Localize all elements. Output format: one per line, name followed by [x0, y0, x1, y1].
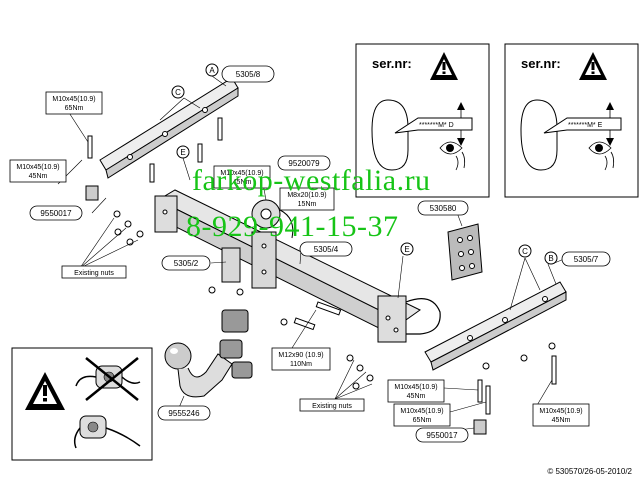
svg-text:9550017: 9550017	[40, 209, 72, 218]
socket-plate	[447, 223, 483, 281]
svg-text:M10x45(10.9): M10x45(10.9)	[220, 170, 263, 177]
torque-box-4: M8x20(10.9) 15Nm	[279, 187, 335, 211]
callout-c-left: C	[171, 85, 185, 99]
svg-text:45Nm: 45Nm	[407, 393, 426, 400]
svg-text:E: E	[180, 148, 185, 157]
svg-text:M10x45(10.9): M10x45(10.9)	[16, 164, 59, 171]
warning-panel-bottom-left	[11, 347, 153, 461]
svg-text:45Nm: 45Nm	[233, 179, 252, 186]
warning-triangle-icon	[25, 372, 65, 410]
watermark-site: farkop-westfalia.ru	[192, 164, 431, 197]
svg-text:45Nm: 45Nm	[552, 417, 571, 424]
part-number-center-plate: 5305/2	[161, 255, 211, 271]
torque-box-3: M10x45(10.9) 45Nm	[213, 165, 271, 189]
warning-panel-left: ser.nr: *******M* D	[355, 43, 490, 198]
part-number-nuts-left: 9550017	[29, 205, 83, 221]
svg-text:C: C	[175, 88, 181, 97]
part-number-right-bracket: 5305/7	[561, 251, 611, 267]
svg-text:9550017: 9550017	[426, 431, 458, 440]
eye-icon	[439, 141, 466, 171]
svg-text:110Nm: 110Nm	[290, 361, 312, 368]
callout-c-right: C	[518, 244, 532, 258]
svg-text:C: C	[522, 247, 528, 256]
part-number-ball: 9555246	[157, 405, 211, 421]
torque-box-7: M10x45(10.9) 65Nm	[393, 403, 451, 427]
svg-text:530580: 530580	[430, 204, 457, 213]
svg-text:5305/7: 5305/7	[574, 255, 599, 264]
socket-icon	[73, 415, 141, 449]
svg-text:B: B	[548, 254, 553, 263]
warning-triangle-icon	[579, 52, 607, 80]
torque-box-5: M12x90 (10.9) 110Nm	[271, 347, 331, 371]
svg-text:15Nm: 15Nm	[298, 201, 317, 208]
left-bracket	[99, 77, 239, 179]
svg-text:5305/4: 5305/4	[314, 245, 339, 254]
svg-text:5305/2: 5305/2	[174, 259, 199, 268]
svg-text:65Nm: 65Nm	[65, 105, 84, 112]
copyright-text: © 530570/26-05-2010/2	[547, 467, 632, 476]
part-number-left-bracket: 5305/8	[221, 65, 275, 83]
svg-text:Existing nuts: Existing nuts	[74, 270, 114, 277]
plate-code: *******M* D	[419, 122, 454, 129]
torque-box-1: M10x45(10.9) 65Nm	[45, 91, 103, 115]
part-number-crossbar: 5305/4	[299, 241, 353, 257]
serial-number-title: ser.nr:	[372, 56, 412, 71]
svg-text:65Nm: 65Nm	[413, 417, 432, 424]
bolt-hardware	[85, 117, 557, 435]
center-plate	[221, 231, 277, 289]
svg-text:Existing nuts: Existing nuts	[312, 403, 352, 410]
existing-nuts-left: Existing nuts	[61, 265, 127, 279]
svg-text:9520079: 9520079	[288, 159, 320, 168]
part-number-electrics: 9520079	[277, 155, 331, 171]
svg-text:M10x45(10.9): M10x45(10.9)	[539, 408, 582, 415]
svg-text:9555246: 9555246	[168, 409, 200, 418]
cross-out-icon	[85, 357, 139, 401]
main-crossbar	[154, 189, 441, 343]
tow-ball	[164, 309, 253, 398]
serial-number-title: ser.nr:	[521, 56, 561, 71]
part-number-socket-plate: 530580	[417, 200, 469, 216]
svg-text:M10x45(10.9): M10x45(10.9)	[400, 408, 443, 415]
eye-icon	[588, 141, 615, 171]
svg-text:A: A	[209, 66, 215, 75]
torque-box-6: M10x45(10.9) 45Nm	[387, 379, 445, 403]
callout-b: B	[544, 251, 558, 265]
svg-text:E: E	[404, 245, 409, 254]
torque-box-8: M10x45(10.9) 45Nm	[532, 403, 590, 427]
svg-text:M10x45(10.9): M10x45(10.9)	[394, 384, 437, 391]
right-bracket	[424, 281, 567, 371]
svg-text:M8x20(10.9): M8x20(10.9)	[287, 192, 326, 199]
electrics-plate	[251, 199, 294, 239]
svg-text:5305/8: 5305/8	[236, 70, 261, 79]
watermark-phone: 8-929-941-15-37	[186, 210, 399, 243]
existing-nuts-right: Existing nuts	[299, 398, 365, 412]
plate-code: *******M* E	[568, 122, 603, 129]
torque-box-2: M10x45(10.9) 45Nm	[9, 159, 67, 183]
callout-e-right: E	[400, 242, 414, 256]
part-number-nuts-right: 9550017	[415, 427, 469, 443]
svg-text:M12x90 (10.9): M12x90 (10.9)	[278, 352, 323, 359]
svg-text:45Nm: 45Nm	[29, 173, 48, 180]
callout-a: A	[205, 63, 219, 77]
warning-panel-right: ser.nr: *******M* E	[504, 43, 639, 198]
warning-triangle-icon	[430, 52, 458, 80]
svg-text:M10x45(10.9): M10x45(10.9)	[52, 96, 95, 103]
callout-e-left: E	[176, 145, 190, 159]
